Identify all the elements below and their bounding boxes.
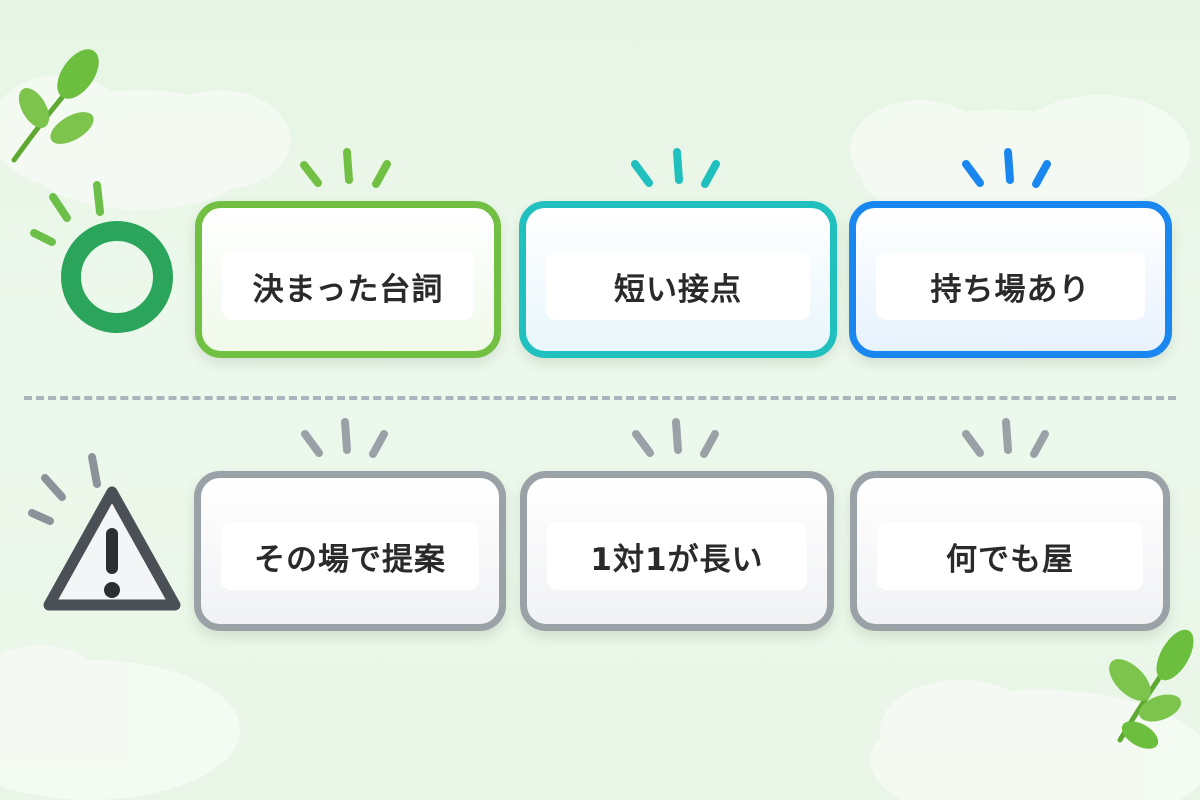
burst-icon: [300, 148, 391, 188]
card-label: 短い接点: [546, 252, 810, 320]
card-label: 持ち場あり: [876, 252, 1145, 320]
circle-mark-icon: [30, 181, 173, 333]
card-label: 何でも屋: [877, 522, 1143, 590]
card-good-2: 短い接点: [519, 201, 837, 358]
card-caution-2: 1対1が長い: [520, 471, 834, 631]
cloud-shapes: [0, 75, 1200, 800]
burst-icon: [301, 418, 1049, 458]
card-label: 決まった台詞: [222, 252, 474, 320]
card-good-1: 決まった台詞: [195, 201, 501, 358]
card-label: その場で提案: [221, 522, 479, 590]
leaf-sprig-icon: [1109, 629, 1194, 749]
card-caution-1: その場で提案: [194, 471, 506, 631]
dashed-divider: [24, 396, 1176, 400]
card-label: 1対1が長い: [547, 522, 807, 590]
burst-icon: [962, 148, 1051, 188]
card-good-3: 持ち場あり: [849, 201, 1172, 358]
sparkle-lines-icon: [28, 453, 101, 525]
card-caution-3: 何でも屋: [850, 471, 1170, 631]
leaf-sprig-icon: [11, 49, 99, 163]
card-burst-marks: [300, 148, 1051, 458]
sparkle-lines-icon: [30, 181, 104, 246]
burst-icon: [631, 148, 720, 188]
warning-triangle-icon: [28, 453, 181, 611]
